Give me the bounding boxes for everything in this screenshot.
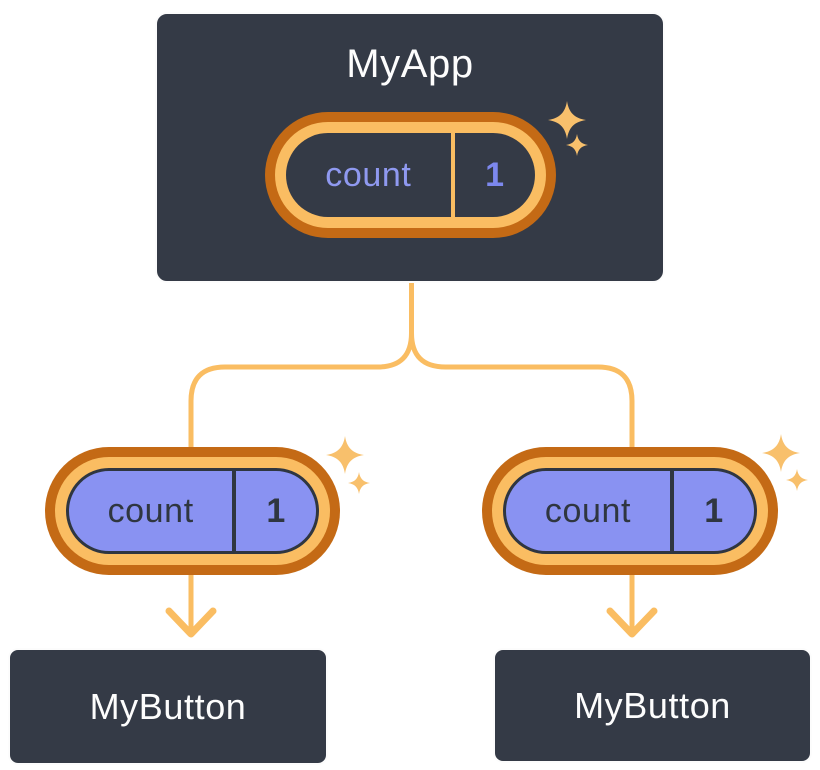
branch-left-line <box>188 280 414 463</box>
node-myapp-label: MyApp <box>346 42 474 86</box>
pill-core: count 1 <box>66 468 319 554</box>
sparkle-icon <box>762 434 800 472</box>
right-state-pill: count 1 <box>482 447 778 575</box>
sparkle-icon <box>348 472 370 494</box>
state-value: 1 <box>266 491 286 530</box>
pill-divider <box>670 471 674 551</box>
left-state-pill: count 1 <box>45 447 340 575</box>
sparkle-icon <box>548 101 586 139</box>
state-name: count <box>325 155 412 194</box>
arrow-left-head <box>165 607 217 638</box>
state-value: 1 <box>485 155 505 194</box>
branch-right-line <box>409 280 635 463</box>
node-mybutton-left-label: MyButton <box>89 685 247 727</box>
sparkle-icon <box>566 134 588 156</box>
node-mybutton-right: MyButton <box>493 648 812 763</box>
pill-inner-ring: count 1 <box>275 122 546 228</box>
pill-inner-ring: count 1 <box>492 457 768 565</box>
pill-core: count 1 <box>286 133 535 217</box>
pill-inner-ring: count 1 <box>55 457 330 565</box>
state-name: count <box>544 491 632 530</box>
pill-divider <box>232 471 237 551</box>
root-state-pill: count 1 <box>265 112 556 238</box>
node-mybutton-left: MyButton <box>8 648 328 765</box>
pill-core: count 1 <box>503 468 757 554</box>
pill-divider <box>450 133 455 217</box>
state-value: 1 <box>704 491 724 530</box>
sparkle-icon <box>326 436 364 474</box>
arrow-right-head <box>606 607 658 638</box>
state-name: count <box>107 491 194 530</box>
node-mybutton-right-label: MyButton <box>574 684 731 726</box>
sparkle-icon <box>786 469 808 491</box>
